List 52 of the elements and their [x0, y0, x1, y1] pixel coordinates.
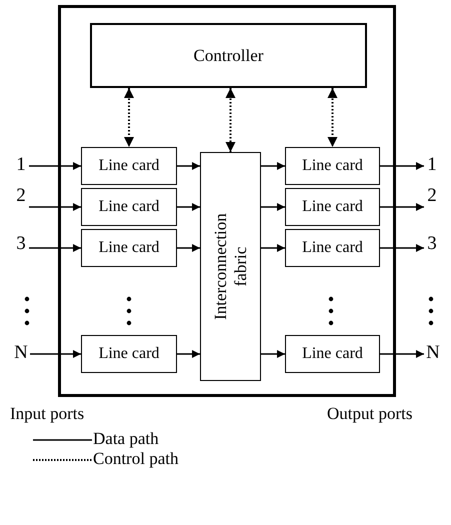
- port-number: 1: [424, 153, 440, 177]
- data-arrow: [261, 203, 285, 211]
- data-arrow: [30, 350, 81, 358]
- node-text: Line card: [98, 156, 160, 176]
- data-arrow: [261, 350, 285, 358]
- data-arrow: [29, 162, 81, 170]
- data-arrow: [177, 162, 200, 170]
- data-arrow: [29, 244, 81, 252]
- line-card-box: [81, 229, 177, 267]
- node-text: Line card: [302, 344, 363, 364]
- line-card-box: [81, 147, 177, 185]
- data-arrow: [177, 244, 200, 252]
- node-text: Controller: [194, 46, 264, 66]
- line-card-box: [285, 229, 380, 267]
- control-arrow: [124, 88, 134, 147]
- controller-box: [90, 23, 367, 88]
- port-number: 3: [424, 232, 440, 256]
- node-text: Line card: [302, 198, 363, 216]
- data-arrow: [380, 203, 424, 211]
- port-group-label: Output ports: [327, 404, 412, 424]
- port-number: N: [424, 341, 442, 365]
- line-card-box: [285, 335, 380, 373]
- node-text: Line card: [302, 238, 363, 258]
- line-card-box: [285, 147, 380, 185]
- data-arrow: [29, 203, 81, 211]
- node-text: Line card: [98, 198, 160, 216]
- node-text: Line card: [98, 238, 160, 258]
- control-arrow: [328, 88, 338, 147]
- port-number: N: [12, 341, 30, 365]
- data-arrow: [380, 162, 424, 170]
- control-arrow: [226, 88, 236, 152]
- data-arrow: [380, 350, 424, 358]
- line-card-box: [285, 188, 380, 226]
- router-enclosure: [58, 5, 396, 397]
- line-card-box: [81, 188, 177, 226]
- data-arrow: [261, 244, 285, 252]
- fabric-box: [200, 152, 261, 381]
- port-group-label: Input ports: [10, 404, 84, 424]
- port-number: 2: [13, 184, 29, 208]
- node-text: Line card: [302, 156, 363, 176]
- legend-text: Control path: [93, 449, 178, 469]
- port-number: 2: [424, 184, 440, 208]
- data-arrow: [177, 203, 200, 211]
- legend-text: Data path: [93, 429, 159, 449]
- node-text: Interconnection fabric: [210, 213, 250, 320]
- line-card-box: [81, 335, 177, 373]
- port-number: 3: [13, 232, 29, 256]
- port-number: 1: [13, 153, 29, 177]
- node-text: Line card: [98, 344, 160, 364]
- data-arrow: [261, 162, 285, 170]
- data-arrow: [177, 350, 200, 358]
- data-arrow: [380, 244, 424, 252]
